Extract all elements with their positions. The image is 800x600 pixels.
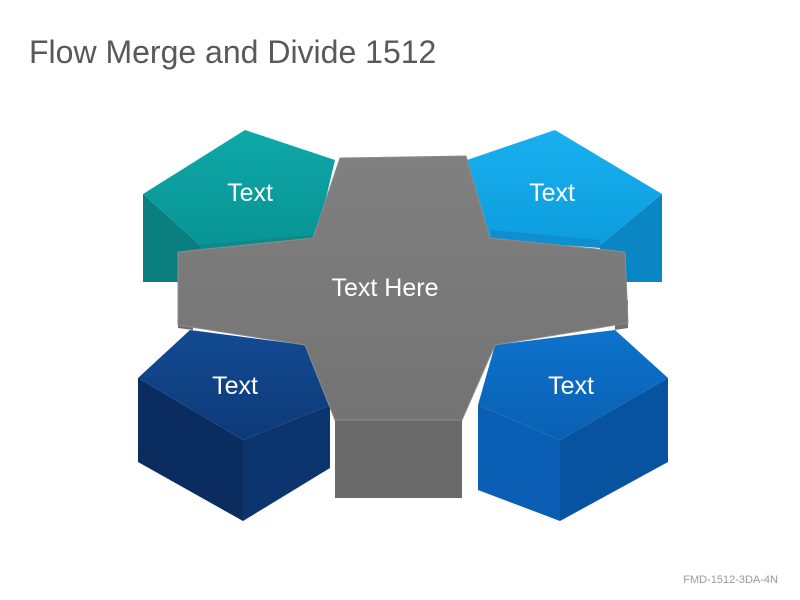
arrow-bottom-right-label: Text <box>548 372 594 400</box>
arrow-bottom-right <box>478 330 668 521</box>
arrow-bottom-left-label: Text <box>212 372 258 400</box>
arrow-top-right-label: Text <box>529 179 575 207</box>
arrow-top-right <box>467 130 662 282</box>
arrow-bottom-left <box>138 330 330 521</box>
center-label: Text Here <box>332 274 439 302</box>
slide-code: FMD-1512-3DA-4N <box>683 574 778 586</box>
center-cross <box>177 155 629 498</box>
arrow-top-left-label: Text <box>227 179 273 207</box>
slide-title: Flow Merge and Divide 1512 <box>29 34 437 70</box>
